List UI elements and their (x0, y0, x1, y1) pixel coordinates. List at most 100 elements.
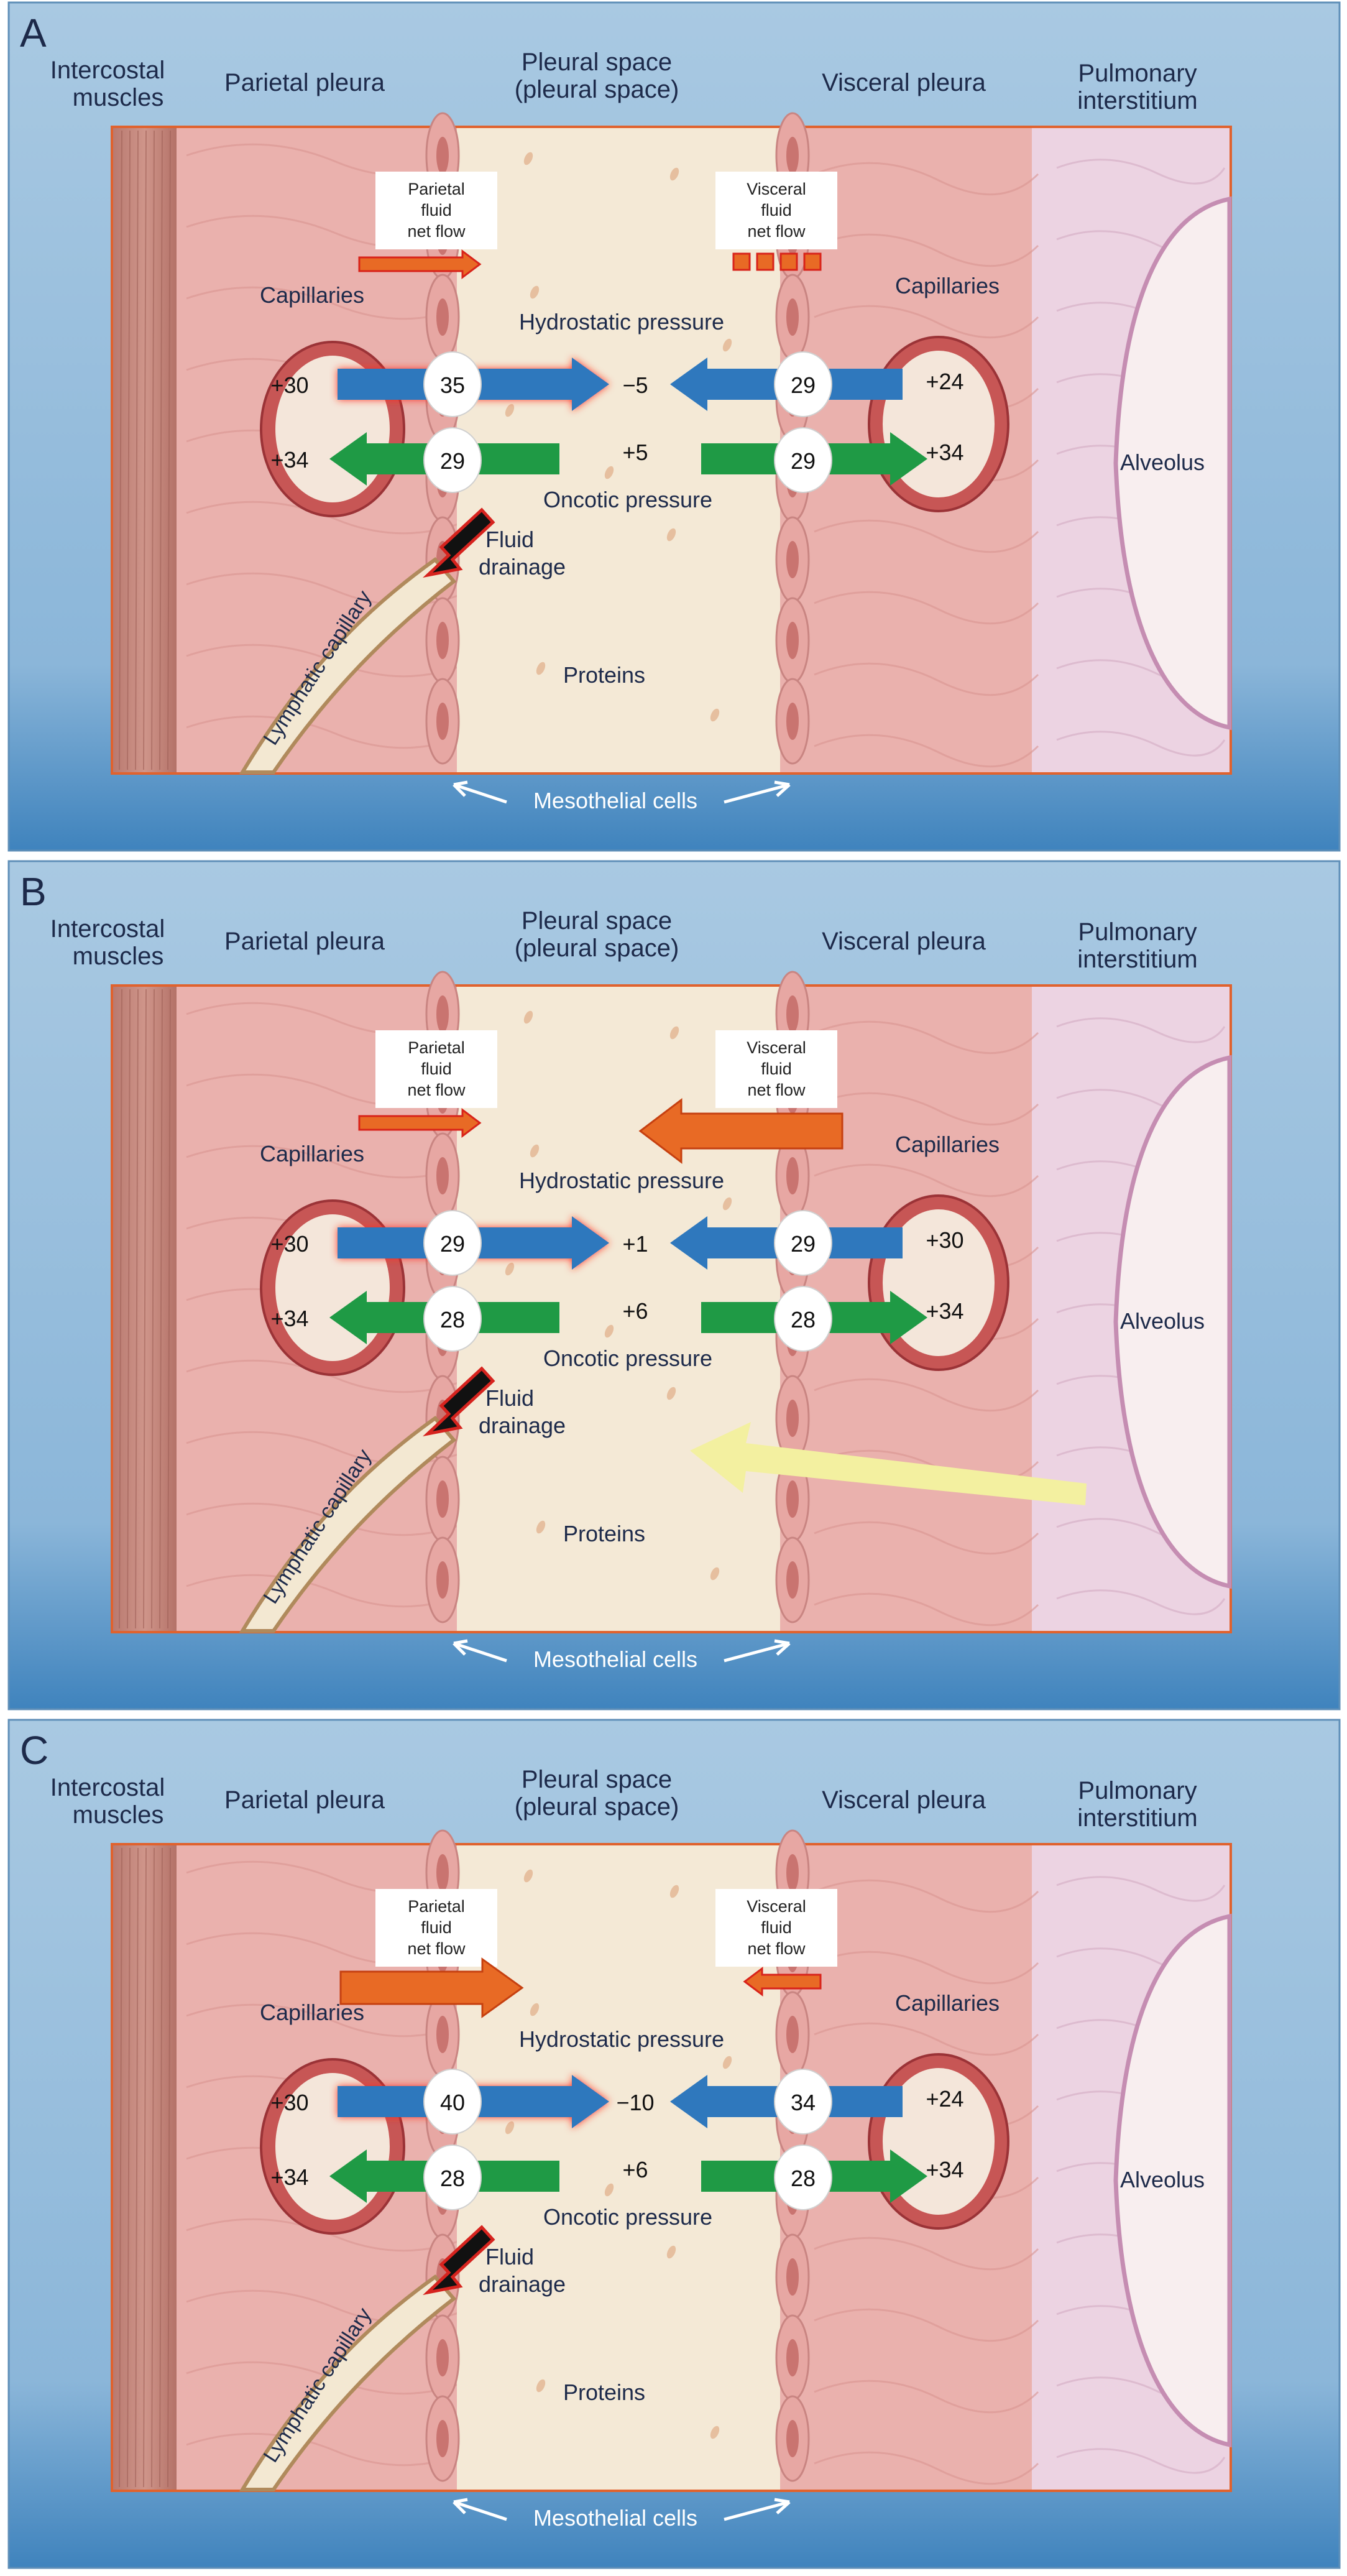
space-hydro-value: +1 (622, 1231, 648, 1257)
visceral-box-line-2: fluid (761, 1918, 792, 1937)
header-space-1: Pleural space (522, 1766, 672, 1793)
protein-dot (669, 1026, 679, 1040)
visceral-box-line-3: net flow (747, 1939, 806, 1958)
fluid-drainage-arrow (423, 507, 495, 578)
header-intercostal-2: muscles (73, 943, 164, 970)
alveolus-label: Alveolus (1120, 450, 1205, 475)
mesothelial-label: Mesothelial cells (533, 1646, 697, 1672)
protein-dot (666, 2245, 676, 2259)
header-space-1: Pleural space (522, 48, 672, 76)
header-parietal: Parietal pleura (224, 69, 385, 96)
capillaries-right-label: Capillaries (895, 273, 1000, 298)
parietal-box-line-2: fluid (421, 201, 452, 219)
visceral-flow-arrow (638, 1097, 844, 1165)
net-onc-left-value: 29 (440, 448, 465, 474)
visceral-flow-arrow (732, 252, 822, 271)
tissue-diagram (111, 112, 1232, 775)
parietal-box-line-3: net flow (407, 1081, 466, 1099)
protein-dot (530, 1144, 540, 1158)
capillary-left (260, 2058, 405, 2235)
capillary-right (868, 336, 1009, 512)
parietal-box-line-1: Parietal (408, 180, 465, 198)
parietal-flow-arrow (358, 249, 482, 279)
hydrostatic-label: Hydrostatic pressure (519, 1168, 724, 1193)
mesothelial-arrow-left (453, 780, 507, 804)
capillary-right (868, 1194, 1009, 1371)
oncotic-label: Oncotic pressure (543, 2204, 712, 2230)
cap-hydro-right-value: +24 (926, 2086, 963, 2112)
capillaries-left-label: Capillaries (260, 2000, 364, 2025)
fluid-drainage-label-2: drainage (479, 1413, 566, 1438)
hydrostatic-label: Hydrostatic pressure (519, 2026, 724, 2052)
net-hydro-right-circle (774, 2069, 832, 2135)
header-interstitium-1: Pulmonary (1078, 60, 1197, 87)
visceral-flow-box (715, 1889, 837, 1967)
net-hydro-right-circle (774, 351, 832, 417)
net-onc-left-value: 28 (440, 1307, 465, 1332)
protein-dot (710, 708, 720, 722)
header-space-1: Pleural space (522, 907, 672, 935)
parietal-flow-arrow (339, 1957, 524, 2018)
alveolus-label: Alveolus (1120, 2167, 1205, 2192)
parietal-box-line-3: net flow (407, 1939, 466, 1958)
header-space-2: (pleural space) (515, 76, 679, 103)
parietal-box-line-2: fluid (421, 1918, 452, 1937)
capillary-right (868, 2053, 1009, 2230)
parietal-box-line-3: net flow (407, 222, 466, 241)
header-space-2: (pleural space) (515, 1793, 679, 1821)
cap-hydro-left-value: +30 (270, 372, 308, 398)
protein-dot (523, 152, 533, 165)
cap-onc-left-value: +34 (270, 1306, 308, 1331)
parietal-flow-box (375, 1889, 497, 1967)
space-onc-value: +6 (622, 2157, 648, 2182)
space-onc-value: +5 (622, 440, 648, 465)
fluid-drainage-label-2: drainage (479, 554, 566, 579)
fluid-drainage-label-1: Fluid (485, 2244, 534, 2269)
net-onc-right-circle (774, 427, 832, 493)
cap-onc-left-value: +34 (270, 2164, 308, 2190)
space-hydro-value: −5 (622, 372, 648, 398)
net-onc-right-circle (774, 2144, 832, 2210)
cap-hydro-left-value: +30 (270, 2090, 308, 2115)
net-onc-right-value: 29 (791, 448, 816, 474)
proteins-label: Proteins (563, 662, 645, 688)
parietal-flow-arrow (358, 1108, 482, 1138)
header-interstitium-2: interstitium (1077, 946, 1197, 973)
protein-dot (604, 1324, 614, 1338)
header-interstitium-2: interstitium (1077, 87, 1197, 114)
protein-dot (710, 1567, 720, 1581)
protein-dot (722, 1197, 732, 1211)
net-onc-left-circle (423, 427, 482, 493)
header-intercostal-1: Intercostal (50, 57, 165, 84)
net-onc-right-circle (774, 1286, 832, 1352)
header-visceral: Visceral pleura (822, 928, 986, 955)
net-hydro-right-circle (774, 1210, 832, 1276)
panel-letter: A (20, 11, 47, 55)
cap-onc-right-value: +34 (926, 1298, 963, 1324)
net-onc-left-value: 28 (440, 2166, 465, 2191)
net-hydro-left-circle (423, 2069, 482, 2135)
fluid-drainage-arrow (423, 2225, 495, 2296)
protein-dot (669, 1885, 679, 1898)
protein-dot (536, 2379, 546, 2393)
proteins-label: Proteins (563, 1521, 645, 1546)
header-intercostal-1: Intercostal (50, 915, 165, 943)
fluid-drainage-label-1: Fluid (485, 527, 534, 552)
protein-dot (530, 2003, 540, 2016)
protein-dot (710, 2426, 720, 2439)
net-onc-right-value: 28 (791, 1307, 816, 1332)
panel-letter: C (20, 1728, 48, 1773)
visceral-flow-box (715, 172, 837, 249)
visceral-box-line-3: net flow (747, 222, 806, 241)
space-hydro-value: −10 (616, 2090, 654, 2115)
visceral-box-line-2: fluid (761, 201, 792, 219)
protein-dot (666, 528, 676, 542)
protein-dot (536, 662, 546, 675)
protein-dot (505, 2121, 515, 2135)
header-visceral: Visceral pleura (822, 1786, 986, 1814)
cap-hydro-right-value: +24 (926, 369, 963, 394)
interstitial-fluid-arrow (690, 1422, 1087, 1505)
capillaries-left-label: Capillaries (260, 1141, 364, 1166)
net-hydro-right-value: 29 (791, 372, 816, 398)
